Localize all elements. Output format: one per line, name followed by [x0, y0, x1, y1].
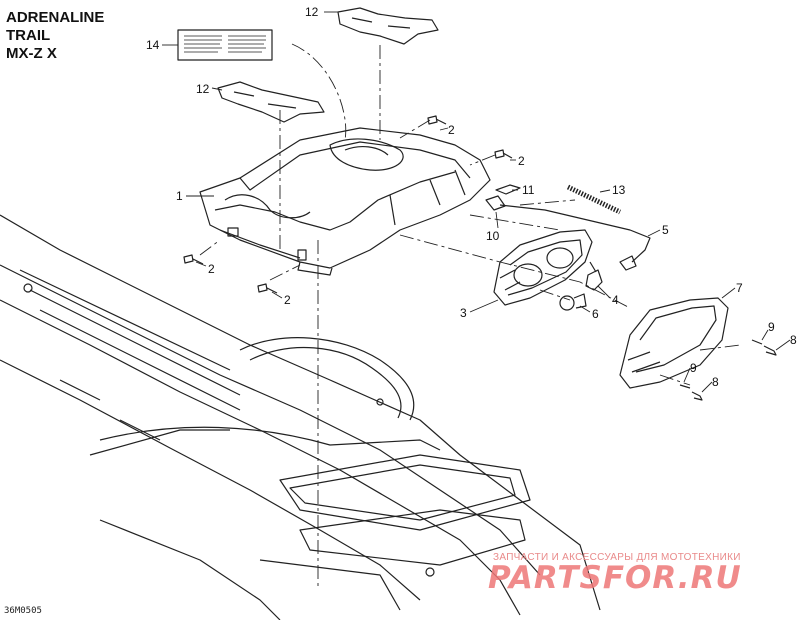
bulb-socket: [559, 261, 603, 311]
callout-2-b: 2: [518, 154, 525, 168]
center-lines: [199, 43, 741, 590]
callout-1: 1: [176, 189, 183, 203]
warning-label: [177, 29, 273, 61]
spring: [566, 184, 622, 215]
taillight-lens: [619, 297, 729, 389]
callout-14: 14: [146, 38, 160, 52]
callout-4: 4: [612, 293, 619, 307]
taillight-housing: [493, 229, 593, 306]
screws: [183, 115, 777, 401]
rear-rack: [199, 127, 491, 276]
callouts: 12 14 12 2 2 1 11 13 10 5 2 2 3 4 6 7 9 …: [146, 5, 797, 389]
callout-10: 10: [486, 229, 500, 243]
callout-9-b: 9: [690, 361, 697, 375]
callout-2-a: 2: [448, 123, 455, 137]
callout-7: 7: [736, 281, 743, 295]
watermark-caption: ЗАПЧАСТИ И АКСЕССУАРЫ ДЛЯ МОТОТЕХНИКИ: [493, 552, 741, 563]
model-name-1: ADRENALINE: [6, 9, 105, 26]
watermark-logo: PARTSFOR.RU: [488, 560, 742, 596]
callout-5: 5: [662, 223, 669, 237]
callout-11: 11: [522, 183, 535, 197]
gasket-top: [337, 7, 439, 45]
latch-rod: [485, 184, 651, 271]
model-name-2: TRAIL: [6, 27, 51, 44]
callout-12-mid: 12: [196, 82, 210, 96]
callout-2-d: 2: [284, 293, 291, 307]
callout-8-a: 8: [790, 333, 797, 347]
gasket-mid: [217, 81, 325, 123]
frame-tunnel: [0, 214, 601, 620]
callout-2-c: 2: [208, 262, 215, 276]
callout-9-a: 9: [768, 320, 775, 334]
model-name-3: MX-Z X: [6, 45, 57, 62]
callout-13: 13: [612, 183, 626, 197]
callout-12-top: 12: [305, 5, 319, 19]
callout-6: 6: [592, 307, 599, 321]
leader-lines: [162, 11, 791, 393]
drawing-code: 36M0505: [4, 606, 42, 616]
callout-8-b: 8: [712, 375, 719, 389]
callout-3: 3: [460, 306, 467, 320]
